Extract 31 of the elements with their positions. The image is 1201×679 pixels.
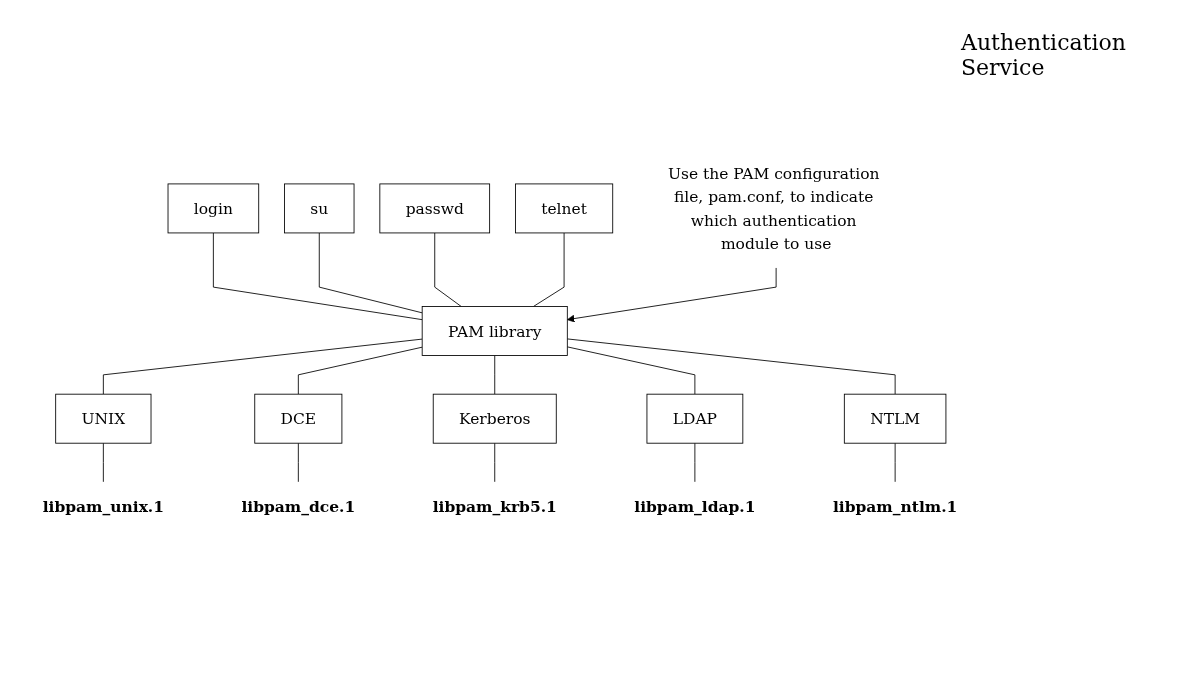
connector xyxy=(434,232,462,307)
connector xyxy=(297,346,423,395)
connector xyxy=(694,442,696,483)
node-box: NTLM xyxy=(843,393,947,444)
node-text: libpam_ldap.1 xyxy=(634,497,756,516)
node-text: libpam_ntlm.1 xyxy=(832,497,958,516)
connector xyxy=(212,232,423,321)
node-box: DCE xyxy=(254,393,343,444)
node-text: Use the PAM configuration file, pam.conf, to indicate which authentication module to use xyxy=(667,164,880,253)
connector xyxy=(566,338,896,395)
node-box: passwd xyxy=(379,183,491,234)
connector xyxy=(533,232,565,307)
connector xyxy=(566,346,696,395)
node-box: Kerberos xyxy=(432,393,557,444)
connector xyxy=(494,442,496,483)
node-box: login xyxy=(167,183,260,234)
node-box: telnet xyxy=(515,183,614,234)
node-box: PAM library xyxy=(421,306,568,356)
node-text: libpam_unix.1 xyxy=(42,497,165,516)
node-text: libpam_krb5.1 xyxy=(432,497,557,516)
connector xyxy=(102,338,423,395)
node-box: LDAP xyxy=(646,393,744,444)
node-text: libpam_dce.1 xyxy=(241,497,356,516)
connector xyxy=(318,232,423,314)
connector xyxy=(102,442,104,483)
connector xyxy=(297,442,299,483)
node-box: su xyxy=(284,183,355,234)
connector xyxy=(894,442,896,483)
group-label: Authentication Service xyxy=(961,30,1127,80)
connector xyxy=(494,355,496,395)
node-box: UNIX xyxy=(55,393,152,444)
